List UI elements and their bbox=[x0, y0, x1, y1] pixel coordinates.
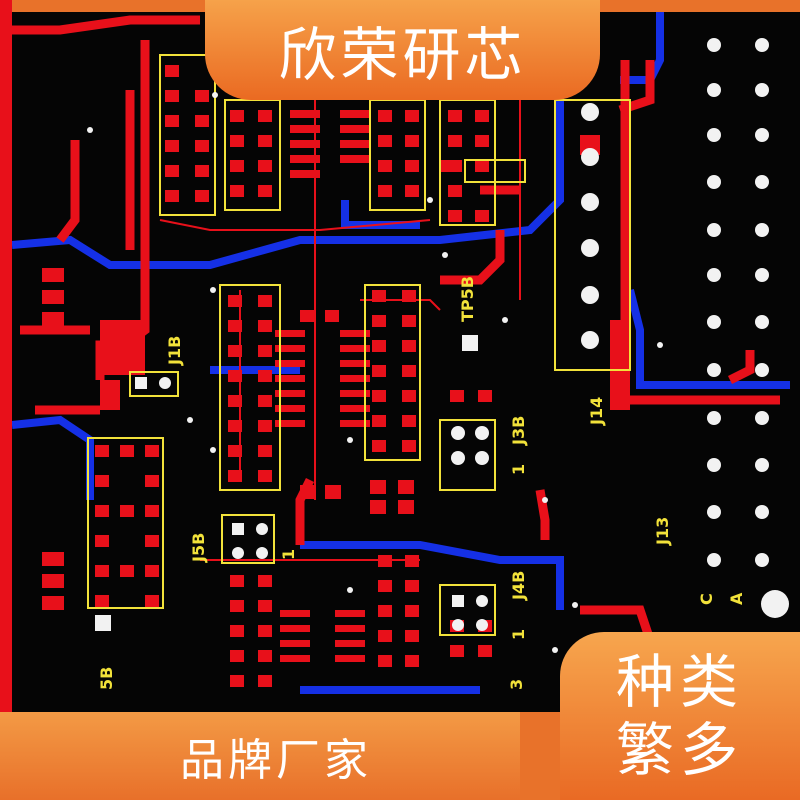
brand-title: 欣荣研芯 bbox=[278, 21, 527, 89]
label-j13: J13 bbox=[653, 517, 672, 546]
label-j5-pin1: 1 bbox=[279, 549, 298, 560]
label-j4b: J4B bbox=[509, 571, 528, 601]
variety-badge: 种类 繁多 bbox=[560, 632, 800, 800]
white-pads bbox=[95, 38, 789, 631]
label-5b: 5B bbox=[97, 667, 116, 690]
label-j5b: J5B bbox=[189, 533, 208, 563]
silkscreen-outlines bbox=[87, 54, 631, 636]
label-j3-pin1: 1 bbox=[509, 464, 528, 475]
thin-red-traces bbox=[159, 100, 521, 561]
smd-pads bbox=[42, 65, 600, 687]
label-j3b: J3B bbox=[509, 416, 528, 446]
label-3: 3 bbox=[507, 679, 526, 690]
brand-title-banner: 欣荣研芯 bbox=[205, 0, 600, 100]
label-a: A bbox=[727, 592, 746, 605]
red-pours bbox=[0, 0, 630, 712]
variety-line-2: 繁多 bbox=[615, 716, 744, 784]
manufacturer-text: 品牌厂家 bbox=[180, 735, 372, 786]
label-c: C bbox=[697, 593, 716, 605]
label-j4-pin1: 1 bbox=[509, 629, 528, 640]
manufacturer-banner: 品牌厂家 bbox=[0, 712, 520, 800]
variety-line-1: 种类 bbox=[615, 648, 744, 716]
label-tp5b: TP5B bbox=[458, 276, 477, 322]
label-j1b: J1B bbox=[165, 336, 184, 366]
silk-labels: J1B TP5B J14 J3B 1 J5B 1 J13 J4B 1 C A 5… bbox=[97, 276, 746, 690]
label-j14: J14 bbox=[587, 397, 606, 426]
